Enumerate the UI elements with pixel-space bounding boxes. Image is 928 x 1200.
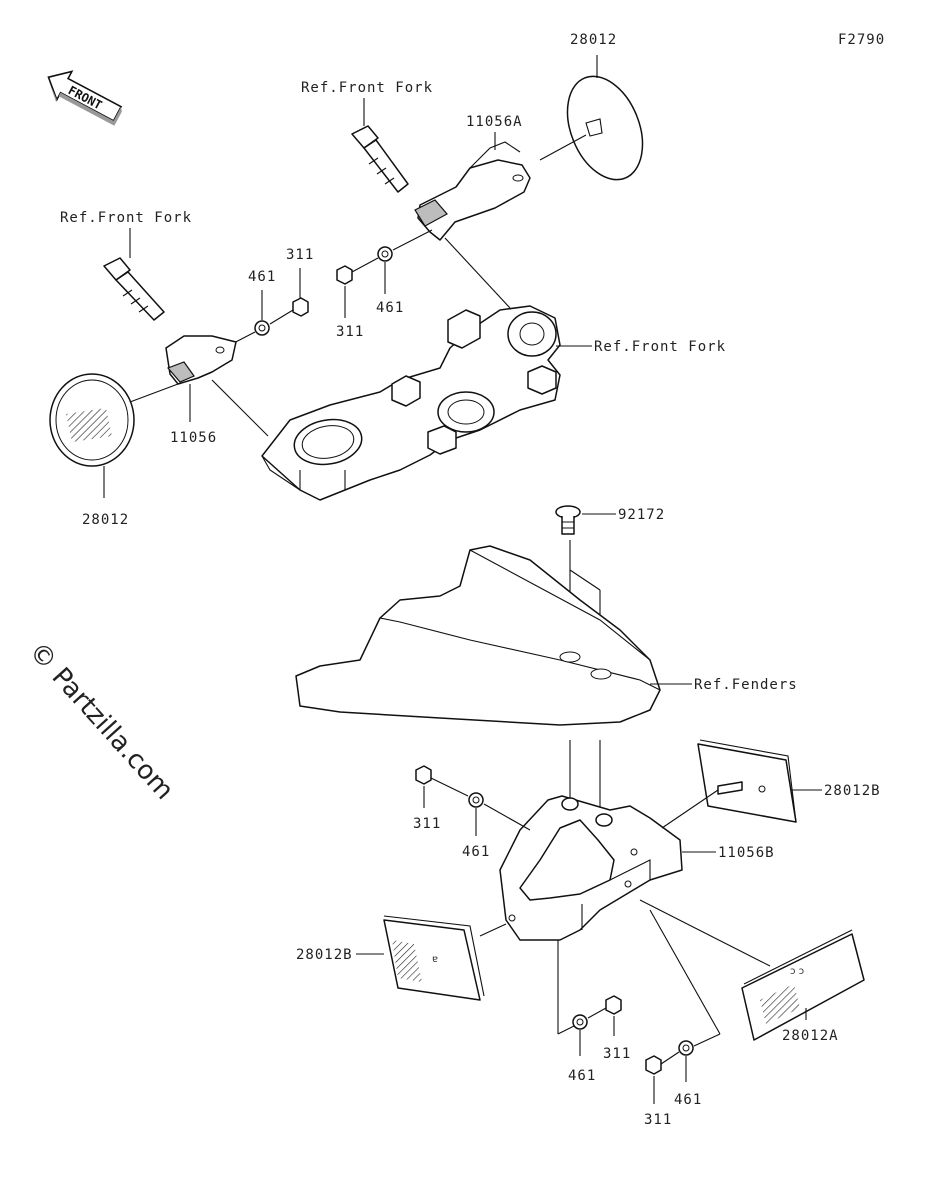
bracket-11056A [414, 141, 531, 241]
leader-reflector-right [661, 789, 719, 829]
label-461-b: 461 [248, 269, 276, 285]
bolt-top-front-fork [351, 125, 409, 193]
reflector-28012-left [49, 373, 135, 467]
reflector-28012B-right [697, 739, 797, 823]
label-461-e: 461 [674, 1092, 702, 1108]
leader-reflector-left [129, 383, 179, 403]
screw-axis-2 [569, 569, 601, 591]
bottom-axis-5 [693, 1033, 721, 1047]
label-311-c: 311 [413, 816, 441, 832]
label-311-b: 311 [286, 247, 314, 263]
label-11056A: 11056A [466, 114, 523, 130]
figure-code: F2790 [838, 32, 885, 48]
reflector-28012A: ɔ ɔ [741, 929, 865, 1041]
nut-311-c [415, 765, 432, 785]
leader-axis-b [392, 229, 433, 251]
label-28012A: 28012A [782, 1028, 839, 1044]
leader-axis-f [483, 803, 531, 831]
nut-311-d [605, 995, 622, 1015]
reflector-28012-top [566, 75, 644, 181]
label-11056B: 11056B [718, 845, 775, 861]
nut-311-e [645, 1055, 662, 1075]
label-28012B-right: 28012B [824, 783, 881, 799]
label-311-a: 311 [336, 324, 364, 340]
label-311-d: 311 [603, 1046, 631, 1062]
label-92172: 92172 [618, 507, 665, 523]
leader-28012-top-2 [539, 134, 587, 161]
bracket-11056B [499, 795, 683, 941]
washer-461-e [678, 1040, 694, 1056]
label-ref-front-fork-2: Ref.Front Fork [60, 210, 192, 226]
label-28012-left: 28012 [82, 512, 129, 528]
label-ref-fenders: Ref.Fenders [694, 677, 798, 693]
bracket-11056 [165, 335, 237, 385]
label-461-c: 461 [462, 844, 490, 860]
bolt-left-front-fork [103, 257, 165, 321]
front-direction-arrow: FRONT [47, 70, 123, 126]
triple-clamp [261, 305, 561, 501]
nut-311-b [292, 297, 309, 317]
screw-92172 [555, 505, 581, 535]
label-ref-front-fork-1: Ref.Front Fork [301, 80, 433, 96]
watermark: © Partzilla.com [23, 637, 180, 806]
label-ref-front-fork-3: Ref.Front Fork [594, 339, 726, 355]
label-28012-top: 28012 [570, 32, 617, 48]
bottom-axis-2 [557, 1025, 575, 1035]
svg-text:ɐ: ɐ [432, 954, 438, 965]
leader-axis-e [430, 777, 469, 797]
leader-bracket-clamp-right [444, 237, 511, 309]
bottom-axis-4 [649, 909, 721, 1035]
bottom-axis-3 [587, 1007, 607, 1019]
label-461-a: 461 [376, 300, 404, 316]
washer-461-b [254, 320, 270, 336]
bottom-axis-6 [660, 1051, 680, 1065]
label-311-e: 311 [644, 1112, 672, 1128]
svg-text:ɔ ɔ: ɔ ɔ [790, 966, 804, 977]
nut-311-a [336, 265, 353, 285]
leader-axis-a [351, 257, 379, 273]
label-461-d: 461 [568, 1068, 596, 1084]
leader-bracket-clamp-left [211, 379, 269, 437]
leader-reflector-left-b [479, 923, 507, 937]
fender [295, 545, 661, 726]
washer-461-c [468, 792, 484, 808]
reflector-28012B-left: ɐ [383, 915, 485, 1001]
label-11056: 11056 [170, 430, 217, 446]
label-28012B-left: 28012B [296, 947, 353, 963]
washer-461-d [572, 1014, 588, 1030]
leader-axis-c [269, 309, 294, 325]
washer-461-a [377, 246, 393, 262]
leader-reflector-28012A [639, 899, 771, 967]
